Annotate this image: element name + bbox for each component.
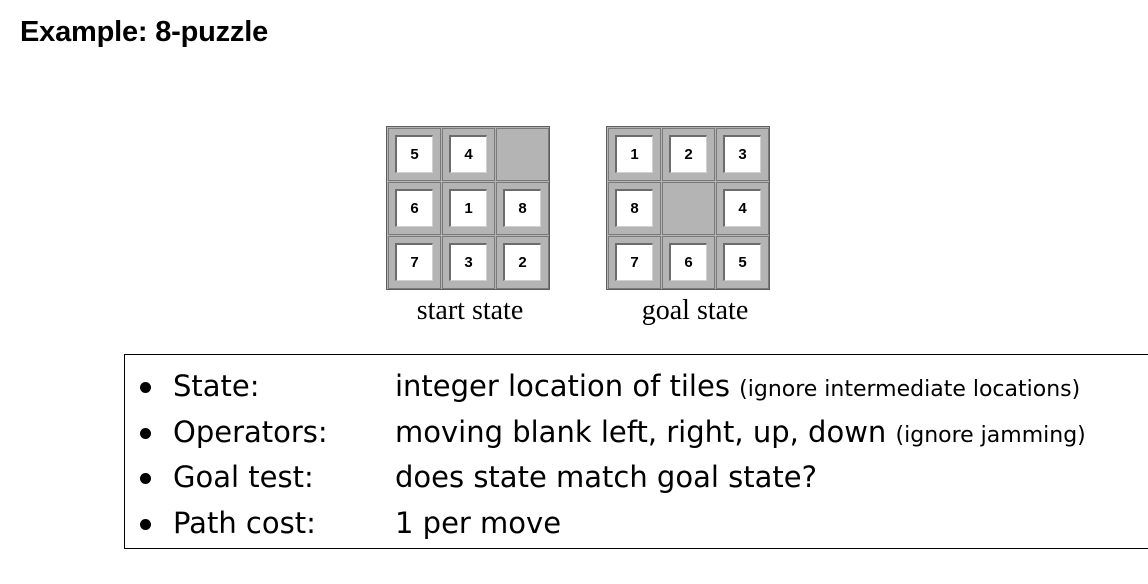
puzzle-cell: 3 (442, 236, 495, 289)
definition-term: State: (173, 369, 260, 403)
puzzle-tile: 3 (449, 243, 487, 281)
puzzle-cell: 7 (608, 236, 661, 289)
puzzle-tile: 5 (723, 243, 761, 281)
puzzle-cell: 8 (496, 182, 549, 235)
bullet-icon (140, 382, 151, 393)
description-note: (ignore jamming) (895, 423, 1086, 448)
definition-term: Operators: (173, 415, 328, 449)
page-title: Example: 8-puzzle (20, 16, 268, 48)
puzzle-cell: 1 (442, 182, 495, 235)
puzzle-tile: 6 (669, 243, 707, 281)
definition-description: integer location of tiles (ignore interm… (395, 363, 1080, 413)
definition-term: Goal test: (173, 460, 314, 494)
puzzle-tile: 3 (723, 135, 761, 173)
puzzle-cell: 7 (388, 236, 441, 289)
problem-definition-box: State: integer location of tiles (ignore… (124, 354, 1148, 549)
blank-cell (662, 182, 715, 235)
puzzle-cell: 5 (388, 128, 441, 181)
description-note: (ignore intermediate locations) (739, 377, 1081, 402)
puzzle-cell: 2 (496, 236, 549, 289)
description-text: does state match goal state? (395, 460, 817, 494)
puzzle-cell: 3 (716, 128, 769, 181)
puzzle-tile: 7 (615, 243, 653, 281)
puzzle-tile: 7 (395, 243, 433, 281)
definition-description: does state match goal state? (395, 454, 817, 500)
puzzle-tile: 4 (723, 189, 761, 227)
puzzle-tile: 5 (395, 135, 433, 173)
bullet-icon (140, 428, 151, 439)
definition-row-operators: Operators: moving blank left, right, up,… (125, 409, 1148, 455)
puzzle-cell: 6 (662, 236, 715, 289)
puzzle-tile: 2 (669, 135, 707, 173)
puzzle-cell: 2 (662, 128, 715, 181)
definition-term: Path cost: (173, 506, 316, 540)
puzzle-tile: 8 (615, 189, 653, 227)
definition-row-goal-test: Goal test: does state match goal state? (125, 454, 1148, 500)
puzzle-tile: 4 (449, 135, 487, 173)
puzzle-cell: 1 (608, 128, 661, 181)
puzzle-tile: 2 (503, 243, 541, 281)
description-text: integer location of tiles (395, 369, 730, 403)
puzzle-cell: 4 (716, 182, 769, 235)
description-text: 1 per move (395, 506, 562, 540)
description-text: moving blank left, right, up, down (395, 415, 887, 449)
puzzle-cell: 6 (388, 182, 441, 235)
blank-cell (496, 128, 549, 181)
bullet-icon (140, 519, 151, 530)
puzzle-cell: 4 (442, 128, 495, 181)
start-state-caption: start state (416, 295, 524, 326)
definition-description: moving blank left, right, up, down (igno… (395, 409, 1086, 459)
definition-row-path-cost: Path cost: 1 per move (125, 500, 1148, 546)
goal-state-caption: goal state (641, 295, 749, 326)
puzzle-cell: 5 (716, 236, 769, 289)
puzzle-tile: 8 (503, 189, 541, 227)
puzzle-tile: 6 (395, 189, 433, 227)
bullet-icon (140, 473, 151, 484)
puzzle-tile: 1 (615, 135, 653, 173)
puzzle-tile: 1 (449, 189, 487, 227)
definition-description: 1 per move (395, 500, 561, 546)
puzzle-cell: 8 (608, 182, 661, 235)
definition-row-state: State: integer location of tiles (ignore… (125, 363, 1148, 409)
